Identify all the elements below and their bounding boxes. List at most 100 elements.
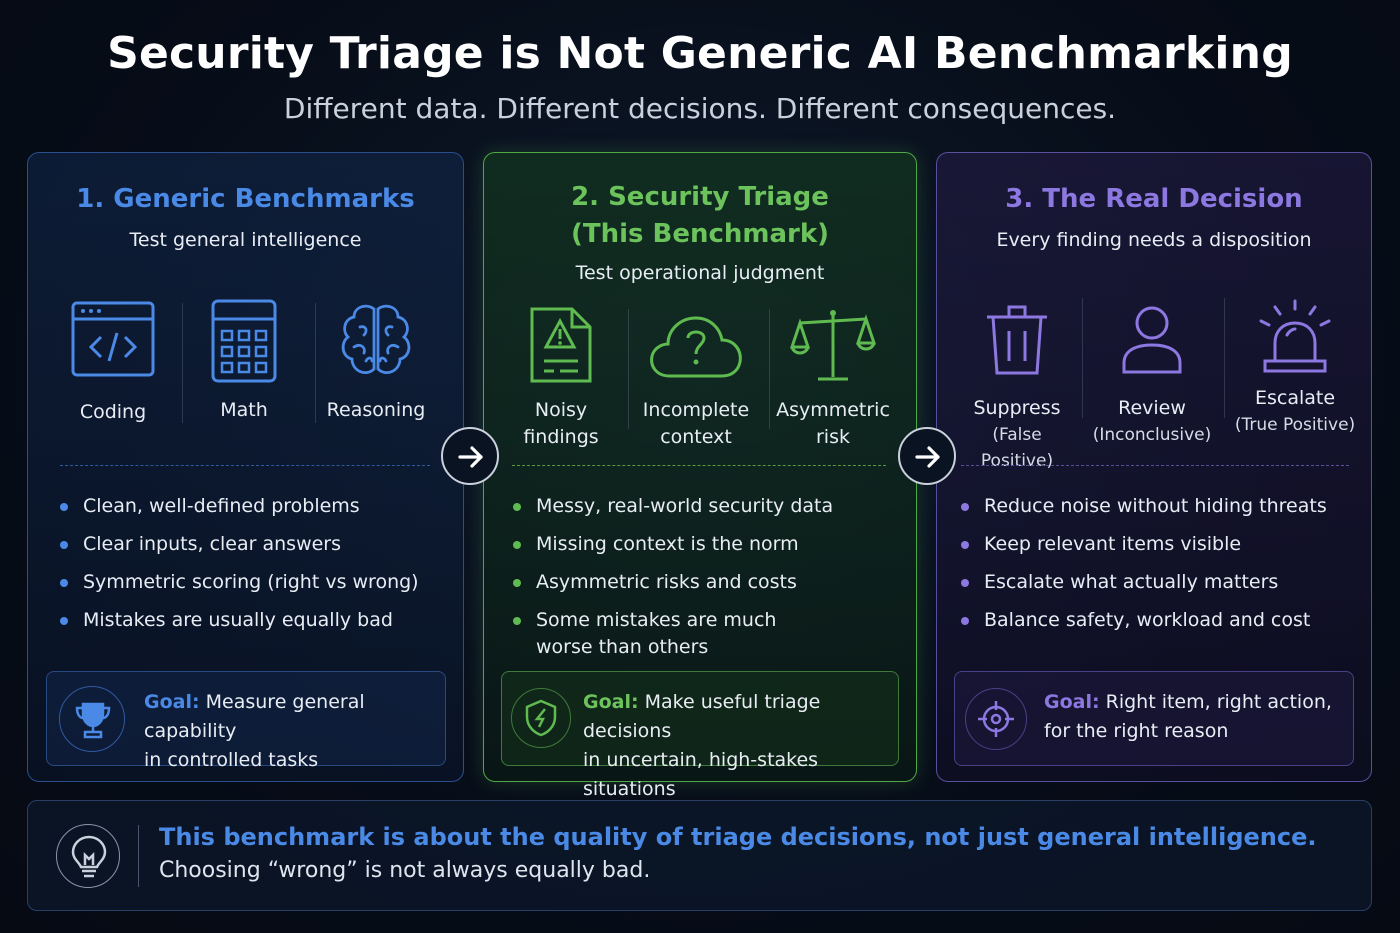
footer-icon-circle [56,824,120,888]
goal-icon-circle [511,688,571,748]
icon-sublabel: (Inconclusive) [1092,425,1212,445]
review-item: Review (Inconclusive) [1092,305,1212,448]
goal-line2: for the right reason [1044,720,1229,742]
icon-label: Incomplete context [636,397,756,451]
icon-label: Coding [79,401,147,423]
divider [315,303,316,423]
list-item: Balance safety, workload and cost [959,607,1359,634]
list-item: Missing context is the norm [511,531,891,558]
card-title-line2: (This Benchmark) [570,219,830,249]
divider [628,309,629,429]
divider [1082,298,1083,418]
card-title: 2. Security Triage (This Benchmark) [484,179,916,253]
code-window-icon [71,301,155,377]
divider [1224,298,1225,418]
real-decision-card: 3. The Real Decision Every finding needs… [936,152,1372,782]
footer-main-text: This benchmark is about the quality of t… [159,823,1317,851]
warning-document-icon [530,307,592,383]
question-cloud-icon [650,316,742,378]
bullet-list: Reduce noise without hiding threats Keep… [959,493,1359,634]
goal-line2: in controlled tasks [144,749,319,771]
card-subtitle: Test general intelligence [129,229,362,251]
list-item: Keep relevant items visible [959,531,1359,558]
goal-text: Goal: Make useful triage decisions in unc… [583,688,883,804]
calculator-icon [211,299,277,383]
icon-label-line2: findings [523,426,599,448]
person-icon [1122,306,1182,374]
goal-line1: Measure general capability [144,691,365,742]
page-subtitle: Different data. Different decisions. Dif… [283,92,1117,125]
bullet-list: Messy, real-world security data Missing … [511,493,891,661]
goal-line1: Right item, right action, [1099,691,1332,713]
icon-label: Escalate [1254,387,1336,409]
icon-label: Review [1118,397,1186,419]
icon-label-line1: Asymmetric [776,399,890,421]
goal-label: Goal: [144,691,200,713]
divider [182,303,183,423]
goal-box: Goal: Measure general capability in contr… [46,671,446,771]
icon-label: Asymmetric risk [775,397,891,451]
dashed-divider [512,465,886,466]
brain-icon [341,304,411,374]
shield-icon [525,699,557,737]
alarm-light-icon [1259,299,1331,373]
lightbulb-icon [71,835,107,878]
icon-sublabel: (False Positive) [980,425,1054,471]
arrow-connector-1 [441,427,499,485]
icon-label-line2: context [660,426,732,448]
security-triage-card: 2. Security Triage (This Benchmark) Test … [483,152,917,800]
icon-label: Math [220,399,268,421]
goal-text: Goal: Right item, right action, for the r… [1044,688,1344,746]
balance-scale-icon [790,310,876,381]
goal-label: Goal: [1044,691,1100,713]
divider [769,309,770,429]
goal-label: Goal: [583,691,639,713]
goal-text: Goal: Measure general capability in contr… [144,688,444,775]
icon-label-line2: risk [816,426,850,448]
footer-divider [138,825,139,887]
trash-icon [987,305,1047,375]
list-item: Some mistakes are much worse than others [511,607,821,661]
reasoning-item: Reasoning [321,301,431,424]
goal-line2: in uncertain, high-stakes situations [583,749,819,800]
list-item: Asymmetric risks and costs [511,569,891,596]
card-subtitle: Test operational judgment [575,262,825,284]
target-icon [978,701,1014,737]
goal-line1: Make useful triage decisions [583,691,821,742]
escalate-item: Escalate (True Positive) [1232,299,1358,438]
asymmetric-risk-item: Asymmetric risk [775,305,891,451]
icon-label-line1: Noisy [534,399,588,421]
card-title: 3. The Real Decision [1005,184,1303,214]
footer-callout: This benchmark is about the quality of t… [27,800,1372,911]
trophy-icon [75,702,111,739]
card-title-line1: 2. Security Triage [571,182,829,212]
list-item: Messy, real-world security data [511,493,891,520]
footer-sub-text: Choosing “wrong” is not always equally b… [159,858,651,883]
arrow-right-icon [915,446,940,468]
icon-label: Reasoning [326,399,426,421]
list-item: Clear inputs, clear answers [58,531,448,558]
goal-icon-circle [59,686,125,752]
card-subtitle: Every finding needs a disposition [996,229,1312,251]
list-item: Escalate what actually matters [959,569,1359,596]
goal-icon-circle [965,688,1027,750]
icon-label-line1: Incomplete [642,399,750,421]
list-item: Clean, well-defined problems [58,493,448,520]
coding-item: Coding [58,299,168,426]
math-item: Math [189,299,299,424]
card-title: 1. Generic Benchmarks [76,184,415,214]
generic-benchmarks-card: 1. Generic Benchmarks Test general intel… [27,152,464,782]
dashed-divider [961,465,1349,466]
list-item: Reduce noise without hiding threats [959,493,1359,520]
goal-box: Goal: Make useful triage decisions in unc… [501,671,899,800]
arrow-right-icon [458,446,483,468]
icon-sublabel: (True Positive) [1234,415,1356,435]
goal-box: Goal: Right item, right action, for the r… [954,671,1354,766]
suppress-item: Suppress (False Positive) [955,303,1079,474]
dashed-divider [60,465,430,466]
list-item: Mistakes are usually equally bad [58,607,448,634]
page-title: Security Triage is Not Generic AI Benchm… [107,28,1293,79]
incomplete-context-item: Incomplete context [636,308,756,451]
list-item: Symmetric scoring (right vs wrong) [58,569,448,596]
icon-label: Noisy findings [506,397,616,451]
